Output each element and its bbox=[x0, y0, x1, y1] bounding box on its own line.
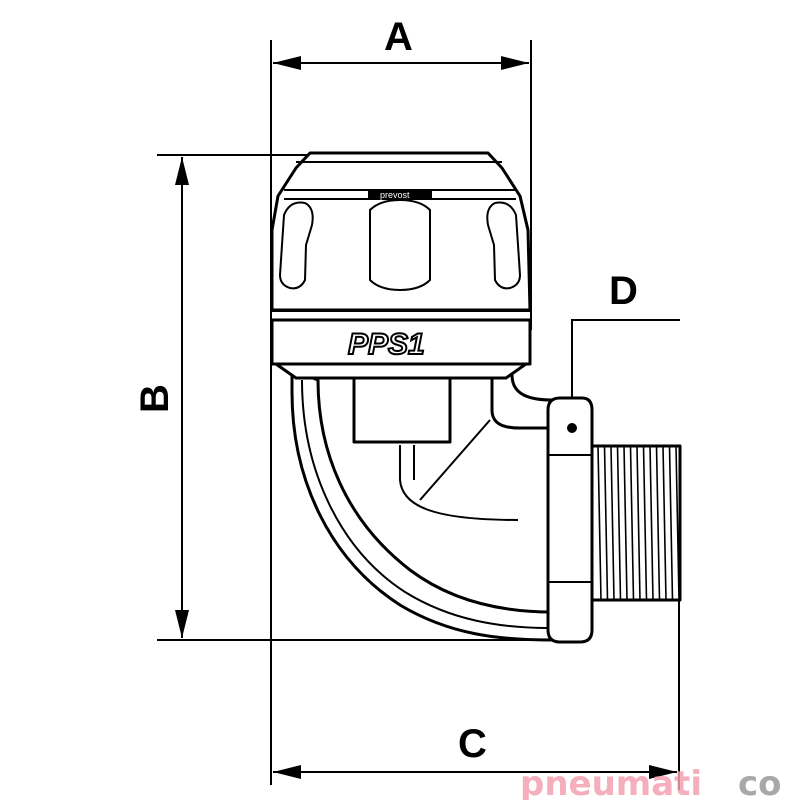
thread-ridge bbox=[616, 445, 622, 601]
thread-ridge bbox=[649, 445, 654, 601]
male-thread bbox=[590, 444, 682, 602]
thread-ridge bbox=[662, 445, 667, 601]
dimension-d-label: D bbox=[609, 269, 638, 313]
thread-ridge bbox=[636, 445, 641, 601]
thread-ridge bbox=[603, 445, 609, 601]
thread-ridge bbox=[597, 445, 602, 601]
thread-ridge bbox=[642, 445, 648, 601]
thread-ridge bbox=[629, 445, 635, 601]
thread-ridge bbox=[610, 445, 615, 601]
cap-nut: prevost PPS1 bbox=[270, 151, 532, 380]
dimension-d-point bbox=[567, 423, 577, 433]
model-label: PPS1 bbox=[348, 328, 425, 361]
pneumatico-watermark-logo: pneumati co bbox=[520, 764, 782, 800]
dimension-b-label: B bbox=[133, 384, 177, 413]
thread-ridge bbox=[623, 445, 628, 601]
thread-ridge bbox=[655, 445, 661, 601]
elbow-body bbox=[290, 366, 554, 642]
dimension-c-label: C bbox=[458, 722, 487, 766]
svg-text:co: co bbox=[738, 764, 782, 800]
thread-ridge bbox=[668, 445, 674, 601]
dimension-a-label: A bbox=[384, 15, 413, 59]
dimension-d-leader bbox=[571, 319, 680, 428]
svg-text:pneumati: pneumati bbox=[520, 764, 702, 800]
thread-ridge bbox=[675, 445, 680, 601]
hex-nut bbox=[546, 396, 594, 644]
brand-marking: prevost bbox=[380, 190, 410, 200]
